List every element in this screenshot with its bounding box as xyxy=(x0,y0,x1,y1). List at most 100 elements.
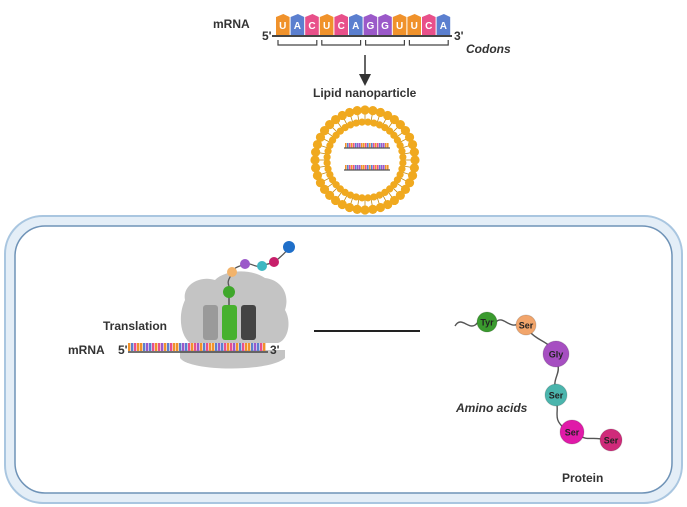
lipid-head xyxy=(368,204,378,214)
lipid-head xyxy=(398,165,406,173)
lipid-head xyxy=(331,195,341,206)
codons-label: Codons xyxy=(466,42,511,56)
lipid-head xyxy=(375,107,386,118)
lipid-head xyxy=(341,123,349,132)
mrna-base: A xyxy=(436,14,451,36)
codon-bracket xyxy=(277,40,318,46)
lipid-head xyxy=(352,119,360,127)
lipid-head xyxy=(370,119,378,127)
protein-backbone xyxy=(454,319,606,441)
codon-bracket xyxy=(408,40,449,46)
cell-mrna-label: mRNA xyxy=(68,343,105,357)
mrna-base-letter: G xyxy=(381,21,389,32)
mrna-base: U xyxy=(392,14,407,36)
mrna-base: C xyxy=(422,14,436,36)
lipid-head xyxy=(360,105,370,115)
lipid-nanoparticle-label: Lipid nanoparticle xyxy=(313,86,417,100)
top-mrna-label: mRNA xyxy=(213,17,250,31)
lipid-head xyxy=(389,114,399,125)
lipid-head xyxy=(407,170,418,181)
mrna-base: G xyxy=(363,14,378,36)
lipid-head xyxy=(352,204,362,214)
lipid-head xyxy=(328,176,337,184)
lipid-head xyxy=(346,121,355,129)
lipid-head xyxy=(395,120,405,130)
lipid-head xyxy=(404,178,415,188)
codon-bracket xyxy=(321,40,362,46)
lipid-head xyxy=(395,190,405,200)
nascent-amino-acid xyxy=(283,241,295,253)
lipid-head xyxy=(312,170,323,181)
mrna-base: A xyxy=(349,14,363,36)
lipid-head xyxy=(393,136,402,144)
lipid-head xyxy=(319,184,330,194)
lipid-head xyxy=(315,132,326,142)
lipid-head xyxy=(315,178,326,188)
amino-acid: Ser xyxy=(544,383,568,407)
lipid-head xyxy=(344,107,355,118)
nascent-amino-acid xyxy=(240,259,250,269)
amino-acid-label: Ser xyxy=(549,391,564,401)
nascent-amino-acid xyxy=(227,267,237,277)
mrna-base-letter: C xyxy=(425,21,432,32)
lipid-head xyxy=(337,199,347,210)
lipid-head xyxy=(410,155,420,165)
amino-acid-label: Ser xyxy=(565,428,580,438)
cell-mrna-strip xyxy=(128,343,266,351)
lipid-head xyxy=(324,165,332,173)
lipid-head xyxy=(325,120,335,130)
lipid-head xyxy=(326,141,334,150)
trna-amino-acid xyxy=(223,286,235,298)
mrna-base: U xyxy=(319,14,334,36)
lipid-head xyxy=(344,202,355,213)
mrna-base-letter: U xyxy=(411,21,418,32)
lipid-head xyxy=(399,159,407,167)
lipid-head xyxy=(375,202,386,213)
amino-acid-label: Gly xyxy=(549,350,564,360)
mrna-base-letter: U xyxy=(279,21,286,32)
lipid-head xyxy=(346,191,355,199)
amino-acids-label: Amino acids xyxy=(455,401,528,415)
lipid-head xyxy=(364,118,372,126)
mrna-base-letter: U xyxy=(323,21,330,32)
lipid-head xyxy=(404,132,415,142)
amino-acid-label: Ser xyxy=(604,436,619,446)
top-five-prime: 5' xyxy=(262,29,272,43)
lipid-head xyxy=(331,114,341,125)
amino-acid-label: Ser xyxy=(519,321,534,331)
lipid-head xyxy=(312,139,323,150)
lipid-head xyxy=(389,195,399,206)
lipid-head xyxy=(311,163,321,173)
codon-bracket xyxy=(365,40,405,46)
mrna-base: A xyxy=(290,14,305,36)
lipid-head xyxy=(400,126,411,136)
lipid-head xyxy=(409,147,419,157)
lipid-head xyxy=(396,141,404,150)
nascent-amino-acid xyxy=(257,261,267,271)
lipid-head xyxy=(383,110,393,121)
lipid-head xyxy=(323,159,331,167)
lipid-head xyxy=(364,194,372,202)
lipid-head xyxy=(368,106,378,116)
lipid-head xyxy=(398,147,406,155)
lipid-head xyxy=(352,106,362,116)
lipid-head xyxy=(370,193,378,201)
mrna-base-letter: U xyxy=(396,21,403,32)
ribosome xyxy=(180,271,289,369)
mrna-base-letter: C xyxy=(308,21,315,32)
lipid-head xyxy=(381,188,389,197)
lipid-head xyxy=(319,126,330,136)
lipid-head xyxy=(326,170,334,179)
lipid-head xyxy=(360,205,370,215)
amino-acid-label: Tyr xyxy=(480,318,494,328)
nascent-amino-acid xyxy=(269,257,279,267)
cell-three-prime: 3' xyxy=(270,343,280,357)
lipid-head xyxy=(407,139,418,150)
amino-acid: Ser xyxy=(559,419,585,445)
lipid-head xyxy=(325,190,335,200)
lipid-head xyxy=(358,194,366,202)
lipid-head xyxy=(323,153,331,161)
